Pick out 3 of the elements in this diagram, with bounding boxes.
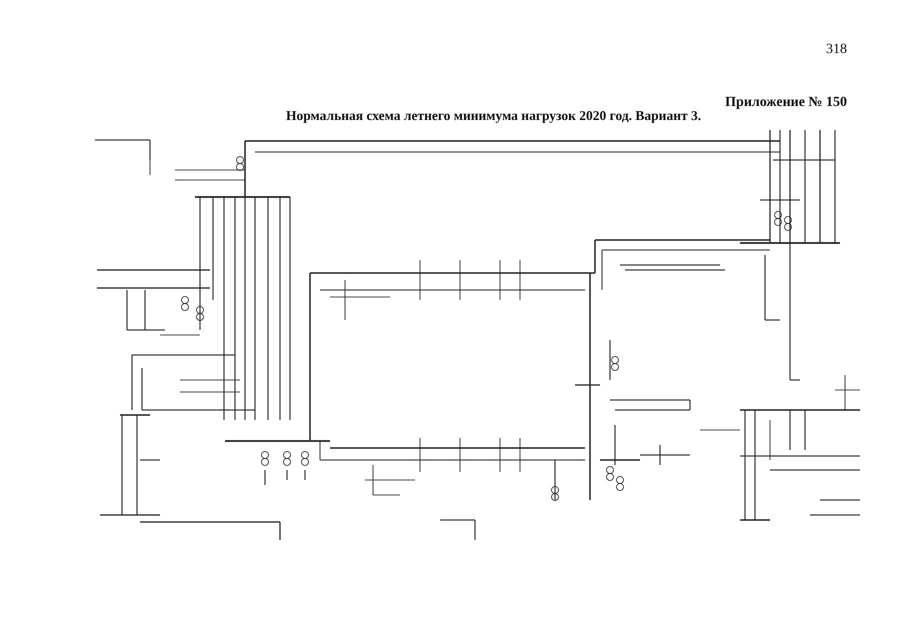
diagram-title: Нормальная схема летнего минимума нагрузок 2020 год. Вариант 3. [286, 108, 702, 124]
page-number: 318 [826, 42, 847, 58]
appendix-label: Приложение № 150 [725, 95, 847, 111]
